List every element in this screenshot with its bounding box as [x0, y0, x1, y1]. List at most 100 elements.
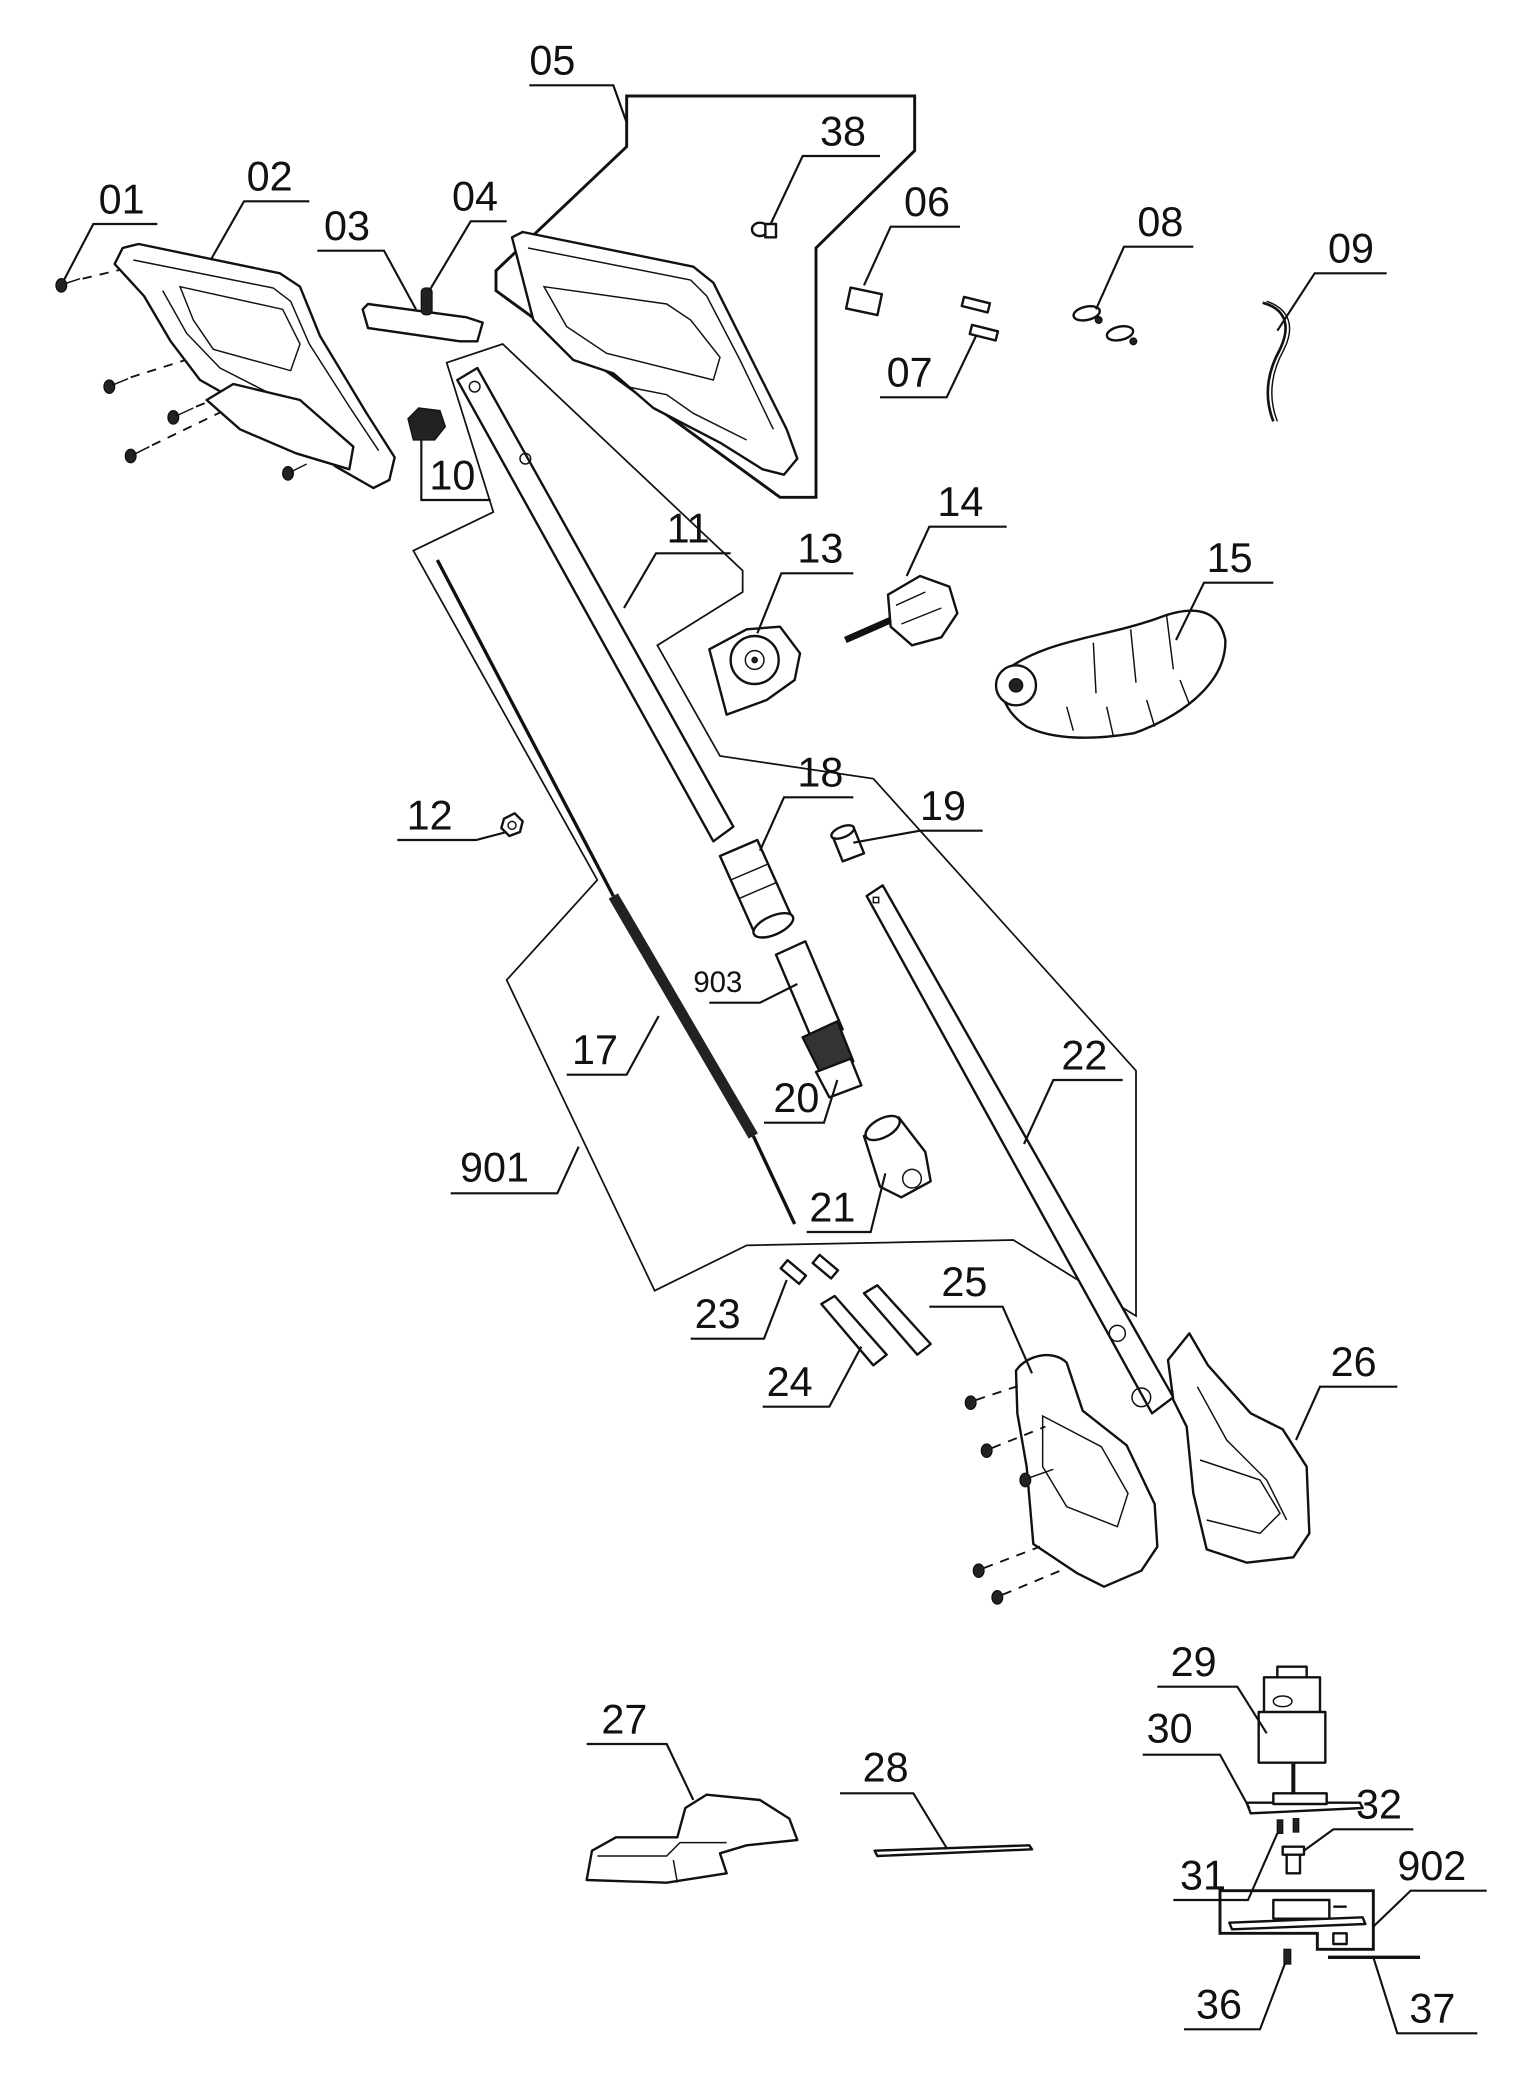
part-label-27: 27 [601, 1696, 647, 1742]
part-21-locking-nut [862, 1114, 932, 1199]
leader-28 [840, 1792, 948, 1849]
part-29-motor [1257, 1665, 1327, 1800]
leader-20 [764, 1079, 839, 1124]
part-label-28: 28 [863, 1744, 909, 1790]
leader-31 [1173, 1832, 1279, 1902]
part-18-locking-sleeve [718, 838, 795, 939]
part-label-02: 02 [247, 154, 293, 200]
screw-icon [972, 1545, 1041, 1578]
part-label-14: 14 [937, 479, 983, 525]
leader-25 [929, 1305, 1033, 1374]
leader-18 [759, 796, 854, 852]
part-26-motor-housing-right [1166, 1332, 1311, 1564]
screw-icon [167, 407, 194, 425]
leader-15 [1175, 581, 1274, 641]
part-23-terminal-clips [779, 1253, 840, 1285]
part-28-blade [873, 1844, 1034, 1858]
screw-icon [282, 463, 307, 481]
leader-36 [1184, 1962, 1287, 2031]
leader-901 [450, 1146, 580, 1195]
leader-19 [853, 829, 983, 844]
part-label-19: 19 [920, 783, 966, 829]
leader-05 [529, 84, 628, 124]
leader-03 [317, 249, 417, 310]
part-30-motor-plate [1245, 1792, 1364, 1815]
leader-14 [905, 525, 1007, 577]
screw-icon [55, 277, 81, 293]
part-label-23: 23 [695, 1291, 741, 1337]
part-12-nut [500, 812, 524, 838]
leader-12 [397, 830, 507, 842]
part-label-11: 11 [667, 506, 710, 552]
part-label-03: 03 [324, 203, 370, 249]
assembly-outline-11 [412, 343, 1137, 1318]
leader-23 [690, 1279, 788, 1340]
assembly-outline-05 [494, 94, 917, 499]
leader-17 [566, 1015, 660, 1076]
part-label-04: 04 [452, 174, 498, 220]
screw-icon [980, 1425, 1046, 1458]
part-label-07: 07 [887, 350, 933, 396]
part-label-12: 12 [407, 792, 453, 838]
part-04-spring [420, 287, 433, 316]
part-902-spool-assembly [1218, 1889, 1375, 1951]
screw-icon [991, 1567, 1068, 1605]
part-13-knob-housing [708, 625, 802, 716]
part-label-26: 26 [1331, 1339, 1377, 1385]
leader-lines [63, 84, 1487, 2035]
leader-30 [1142, 1753, 1251, 1809]
screw-icon [124, 446, 150, 464]
part-15-auxiliary-handle [994, 609, 1227, 739]
leader-903 [709, 983, 798, 1004]
part-31-screws [1276, 1818, 1300, 1834]
part-label-32: 32 [1356, 1782, 1402, 1828]
part-label-21: 21 [809, 1184, 855, 1230]
part-label-01: 01 [99, 176, 145, 222]
part-10-lock-button [407, 407, 447, 441]
part-label-25: 25 [941, 1259, 987, 1305]
part-05-handle-housing-right [510, 230, 799, 476]
leader-27 [586, 1742, 695, 1801]
leader-07 [880, 335, 977, 399]
leader-10 [420, 440, 491, 502]
part-25-motor-housing-left [964, 1354, 1159, 1605]
assembly-label-901: 901 [460, 1144, 529, 1190]
part-01-screws [55, 265, 307, 481]
leader-13 [756, 572, 854, 634]
leader-02 [209, 200, 310, 261]
screw-icon [1019, 1468, 1054, 1488]
assembly-label-902: 902 [1397, 1843, 1466, 1889]
part-07-terminals [960, 295, 1000, 342]
part-label-20: 20 [773, 1075, 819, 1121]
part-24-pins [820, 1284, 932, 1367]
part-36-screw [1283, 1948, 1292, 1965]
part-label-15: 15 [1207, 535, 1253, 581]
part-label-38: 38 [820, 108, 866, 154]
part-label-17: 17 [572, 1027, 618, 1073]
part-label-36: 36 [1196, 1982, 1242, 2028]
leader-32 [1303, 1828, 1414, 1852]
leader-11 [623, 552, 731, 609]
part-02-handle-housing [113, 242, 396, 490]
part-label-31: 31 [1180, 1852, 1226, 1898]
part-17-spiral-cable [435, 559, 797, 1225]
part-label-29: 29 [1171, 1639, 1217, 1685]
part-label-09: 09 [1328, 226, 1374, 272]
part-38-cable-clamp [750, 221, 778, 239]
assembly-label-903: 903 [693, 966, 742, 999]
part-09-cable [1262, 300, 1291, 422]
part-label-30: 30 [1147, 1706, 1193, 1752]
part-20-coupling [774, 940, 863, 1099]
part-label-22: 22 [1061, 1032, 1107, 1078]
part-label-37: 37 [1409, 1986, 1455, 2032]
part-label-05: 05 [529, 38, 575, 84]
leader-01 [63, 222, 158, 281]
leader-22 [1023, 1078, 1123, 1145]
leader-24 [762, 1346, 863, 1408]
part-14-adjust-knob [843, 574, 959, 647]
leader-21 [806, 1173, 887, 1234]
part-label-13: 13 [797, 526, 843, 572]
leader-37 [1372, 1957, 1478, 2035]
leader-04 [428, 220, 507, 292]
